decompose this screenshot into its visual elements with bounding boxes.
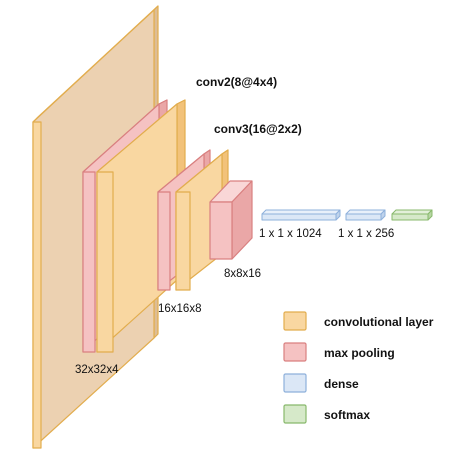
dense-256-label: 1 x 1 x 256 — [338, 228, 394, 240]
size-32-label: 32x32x4 — [75, 364, 119, 376]
dense-256-front — [345, 213, 382, 221]
pool2-block-left-edge — [157, 191, 171, 291]
softmax-top — [391, 209, 433, 215]
conv3-block-left-edge — [175, 191, 191, 291]
input-conv-block-left-edge — [32, 121, 42, 449]
legend: convolutional layer max pooling dense so… — [283, 311, 434, 424]
pool3-cube — [209, 180, 253, 260]
conv3-label: conv3(16@2x2) — [214, 122, 302, 136]
conv2-block-left-edge — [96, 171, 114, 353]
legend-label-dense: dense — [324, 377, 359, 391]
dense-256-block — [345, 209, 386, 221]
pool-swatch-icon — [283, 342, 307, 362]
dense-256-top — [345, 209, 386, 215]
dense-1024-top — [261, 209, 341, 215]
softmax-front — [391, 213, 429, 221]
softmax-swatch-icon — [283, 404, 307, 424]
softmax-block — [391, 209, 433, 221]
legend-item-pool: max pooling — [283, 342, 395, 362]
pool1-block-left-edge — [82, 171, 96, 353]
size-8-label: 8x8x16 — [224, 268, 261, 280]
conv2-label: conv2(8@4x4) — [196, 75, 277, 89]
legend-label-softmax: softmax — [324, 408, 370, 422]
legend-label-pool: max pooling — [324, 346, 395, 360]
legend-item-dense: dense — [283, 373, 359, 393]
dense-1024-front — [261, 213, 337, 221]
legend-label-conv: convolutional layer — [324, 315, 434, 329]
dense-1024-block — [261, 209, 341, 221]
legend-item-softmax: softmax — [283, 404, 370, 424]
dense-1024-label: 1 x 1 x 1024 — [259, 228, 322, 240]
legend-item-conv: convolutional layer — [283, 311, 434, 331]
dense-swatch-icon — [283, 373, 307, 393]
size-16-label: 16x16x8 — [158, 303, 201, 315]
conv-swatch-icon — [283, 311, 307, 331]
pool3-cube-front — [209, 201, 233, 260]
